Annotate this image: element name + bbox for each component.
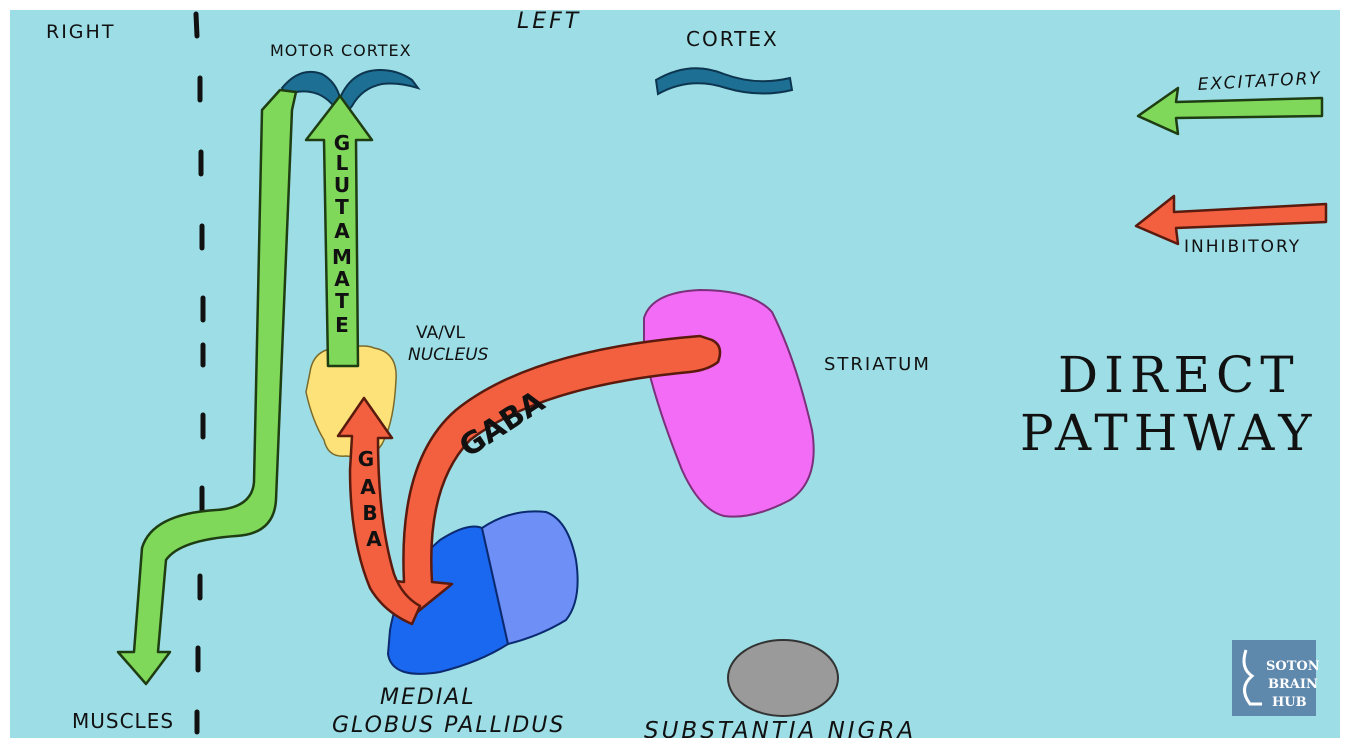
globus-pallidus-label: GLOBUS PALLIDUS [332, 713, 565, 738]
gaba-letter: B [362, 501, 377, 525]
muscles-label: MUSCLES [72, 709, 174, 733]
logo-line-1: SOTON [1266, 659, 1320, 674]
glutamate-letter: A [334, 219, 350, 243]
gaba-letter: A [360, 475, 376, 499]
cortex-label: CORTEX [686, 27, 779, 51]
motor-cortex-label: MOTOR CORTEX [270, 41, 412, 60]
title-line-1: DIRECT [1058, 346, 1300, 404]
glutamate-letter: U [334, 173, 350, 197]
glutamate-letter: M [332, 245, 352, 269]
title-line-2: PATHWAY [1020, 404, 1317, 462]
left-hemisphere-label: LEFT [517, 9, 581, 34]
gaba-letter: A [366, 527, 382, 551]
glutamate-letter: E [335, 313, 349, 337]
logo-line-2: BRAIN [1268, 677, 1318, 692]
soton-brain-hub-logo: SOTON BRAIN HUB [1232, 640, 1320, 716]
logo-line-3: HUB [1272, 695, 1307, 710]
substantia-nigra-shape [728, 640, 838, 716]
medial-label: MEDIAL [380, 685, 476, 710]
striatum-label: STRIATUM [824, 354, 931, 375]
glutamate-letter: T [335, 289, 349, 313]
gaba-letter: G [358, 447, 374, 471]
glutamate-letter: T [335, 195, 349, 219]
substantia-nigra-label: SUBSTANTIA NIGRA [644, 718, 916, 738]
glutamate-letter: A [334, 267, 350, 291]
inhibitory-label: INHIBITORY [1184, 237, 1301, 257]
right-hemisphere-label: RIGHT [46, 21, 115, 43]
va-vl-label: VA/VL [416, 323, 466, 343]
nucleus-label: NUCLEUS [408, 345, 489, 365]
glutamate-letter: L [336, 151, 349, 175]
